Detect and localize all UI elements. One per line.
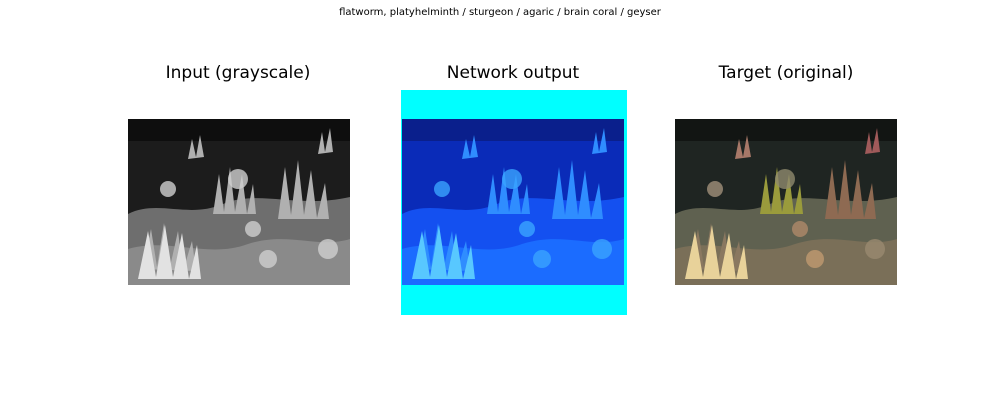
input-grayscale-image — [128, 119, 350, 285]
panel-title-output: Network output — [446, 63, 580, 83]
target-original-image — [675, 119, 897, 285]
panel-title-input: Input (grayscale) — [165, 63, 311, 83]
panel-title-target: Target (original) — [718, 63, 854, 83]
network-output-image — [401, 90, 627, 315]
figure-suptitle: flatworm, platyhelminth / sturgeon / aga… — [339, 7, 661, 18]
